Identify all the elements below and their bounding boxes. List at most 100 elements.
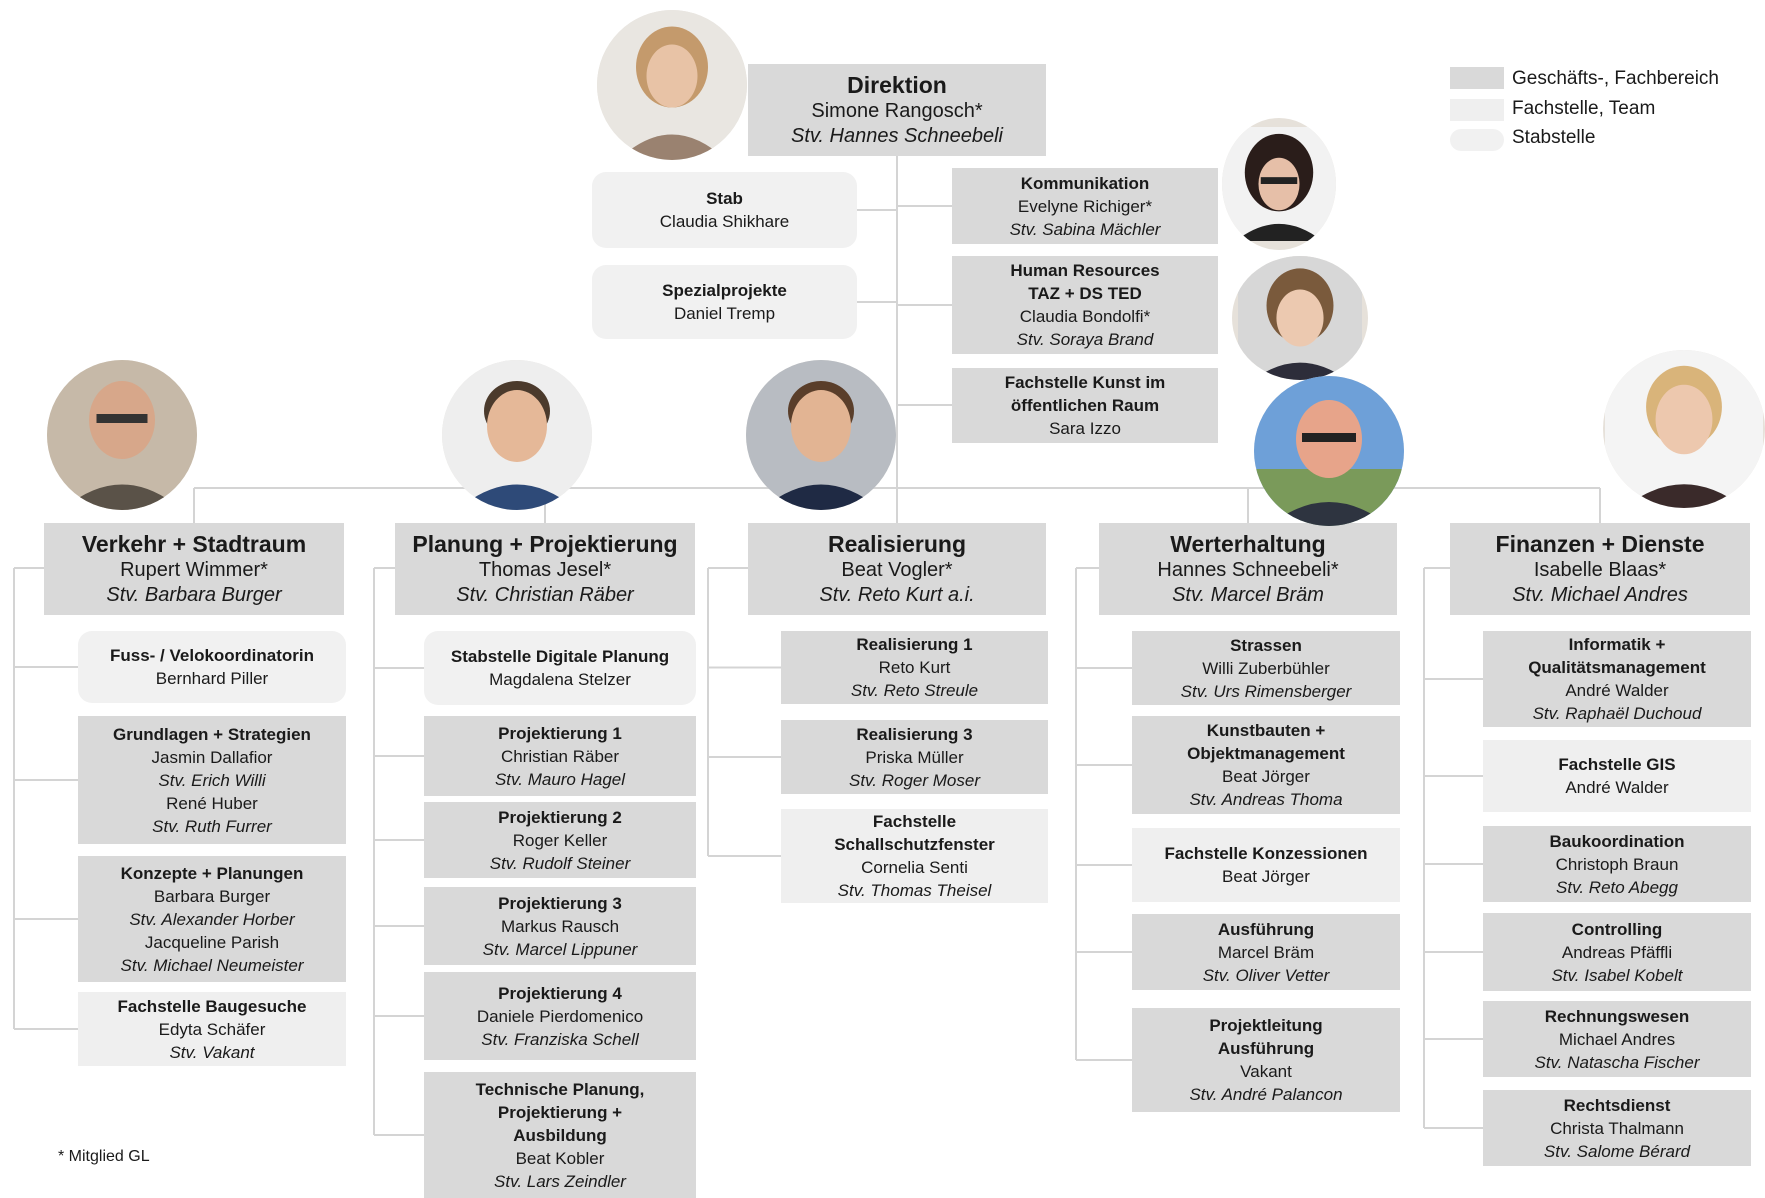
unit-head: André Walder xyxy=(1565,681,1669,700)
unit-deputy: Stv. Marcel Lippuner xyxy=(482,939,638,959)
unit-deputy: Stv. Erich Willi xyxy=(158,770,266,790)
stab-box: Stab Claudia Shikhare xyxy=(592,172,857,248)
dept-deputy: Stv. Reto Kurt a.i. xyxy=(819,583,975,606)
unit-head: André Walder xyxy=(1565,778,1669,797)
unit-deputy: Stv. Lars Zeindler xyxy=(494,1171,626,1191)
dept-title: Verkehr + Stadtraum xyxy=(81,530,307,557)
kommunikation-title: Kommunikation xyxy=(1020,173,1150,193)
unit-deputy: Stv. Reto Streule xyxy=(850,681,979,700)
dept-deputy: Stv. Michael Andres xyxy=(1512,583,1688,606)
unit-head: Daniele Pierdomenico xyxy=(476,1006,644,1026)
footnote: * Mitglied GL xyxy=(58,1148,150,1165)
portrait-kommunikation xyxy=(1222,118,1336,250)
portrait-realisierung xyxy=(746,360,896,510)
unit-title: Projektierung 4 xyxy=(498,983,622,1003)
portrait-werterhaltung xyxy=(1254,376,1404,526)
unit-title: Realisierung 3 xyxy=(856,724,973,744)
dept-head: Rupert Wimmer* xyxy=(120,558,268,581)
dept-title: Finanzen + Dienste xyxy=(1495,530,1705,557)
unit-head: Barbara Burger xyxy=(153,886,271,906)
unit-title: Projektierung 2 xyxy=(498,807,622,827)
unit-title: Ausführung xyxy=(1217,1039,1315,1058)
unit-head: Bernhard Piller xyxy=(155,669,269,688)
unit-head: Beat Jörger xyxy=(1222,867,1310,886)
unit-deputy: Stv. Alexander Horber xyxy=(129,909,295,929)
kommunikation-head: Evelyne Richiger* xyxy=(1017,196,1153,216)
unit-title: Schallschutzfenster xyxy=(834,835,995,854)
hr-head: Claudia Bondolfi* xyxy=(1019,307,1151,326)
dept-deputy: Stv. Marcel Bräm xyxy=(1172,583,1324,606)
unit-title: Ausführung xyxy=(1217,919,1315,939)
direktion-deputy: Stv. Hannes Schneebeli xyxy=(791,124,1003,147)
unit-head: Willi Zuberbühler xyxy=(1202,658,1330,678)
kunst-head: Sara Izzo xyxy=(1049,419,1121,438)
dept-head: Hannes Schneebeli* xyxy=(1157,558,1339,581)
unit-title: Fuss- / Velokoordinatorin xyxy=(109,646,315,665)
unit-title: Realisierung 1 xyxy=(856,635,973,654)
unit-title: Fachstelle Baugesuche xyxy=(117,996,307,1016)
unit-box: Fachstelle GIS André Walder xyxy=(1483,740,1751,812)
portrait-hr xyxy=(1232,256,1368,380)
unit-deputy: Stv. Thomas Theisel xyxy=(837,881,992,900)
legend-label-team: Fachstelle, Team xyxy=(1512,98,1656,119)
unit-title: Strassen xyxy=(1230,635,1302,655)
portrait-verkehr xyxy=(47,360,197,510)
unit-head: Edyta Schäfer xyxy=(158,1019,266,1039)
direktion-title: Direktion xyxy=(847,71,947,98)
unit-head: Reto Kurt xyxy=(878,658,951,677)
kunst-subtitle: öffentlichen Raum xyxy=(1010,396,1160,415)
unit-deputy: Stv. Michael Neumeister xyxy=(120,955,304,975)
unit-deputy: Stv. Vakant xyxy=(169,1042,255,1062)
dept-head: Isabelle Blaas* xyxy=(1533,558,1667,581)
legend-swatch-division xyxy=(1450,67,1504,89)
unit-title: Projektierung 1 xyxy=(498,723,622,743)
kommunikation-box: Kommunikation Evelyne Richiger* Stv. Sab… xyxy=(952,168,1218,244)
stab-title: Stab xyxy=(706,189,743,208)
stab-head: Claudia Shikhare xyxy=(659,212,790,231)
dept-deputy: Stv. Christian Räber xyxy=(456,583,634,606)
spezialprojekte-box: Spezialprojekte Daniel Tremp xyxy=(592,265,857,339)
unit-title: Fachstelle Konzessionen xyxy=(1164,844,1368,863)
unit-deputy: Stv. Isabel Kobelt xyxy=(1551,965,1683,985)
dept-head: Thomas Jesel* xyxy=(478,558,612,581)
unit-deputy: Stv. Franziska Schell xyxy=(481,1029,639,1049)
unit-deputy: Stv. Andreas Thoma xyxy=(1189,790,1343,809)
portrait-finanzen xyxy=(1603,350,1765,508)
unit-title: Qualitätsmanagement xyxy=(1528,658,1706,677)
direktion-head: Simone Rangosch* xyxy=(811,99,983,122)
unit-box: Technische Planung,Projektierung +Ausbil… xyxy=(424,1072,696,1198)
unit-title: Fachstelle GIS xyxy=(1558,755,1676,774)
unit-deputy: Stv. Roger Moser xyxy=(848,770,980,790)
unit-head: Roger Keller xyxy=(512,830,608,850)
unit-head: Cornelia Senti xyxy=(861,858,968,877)
unit-title: Projektierung 3 xyxy=(498,893,622,913)
unit-deputy: Stv. Urs Rimensberger xyxy=(1180,681,1352,701)
unit-head: Michael Andres xyxy=(1558,1029,1676,1049)
legend-swatch-staff xyxy=(1450,129,1504,151)
unit-deputy: Stv. Salome Bérard xyxy=(1543,1141,1691,1161)
unit-title: Rechnungswesen xyxy=(1544,1006,1690,1026)
portrait-direktion xyxy=(597,10,747,160)
unit-title: Grundlagen + Strategien xyxy=(113,724,311,744)
unit-deputy: Stv. Mauro Hagel xyxy=(494,769,626,789)
